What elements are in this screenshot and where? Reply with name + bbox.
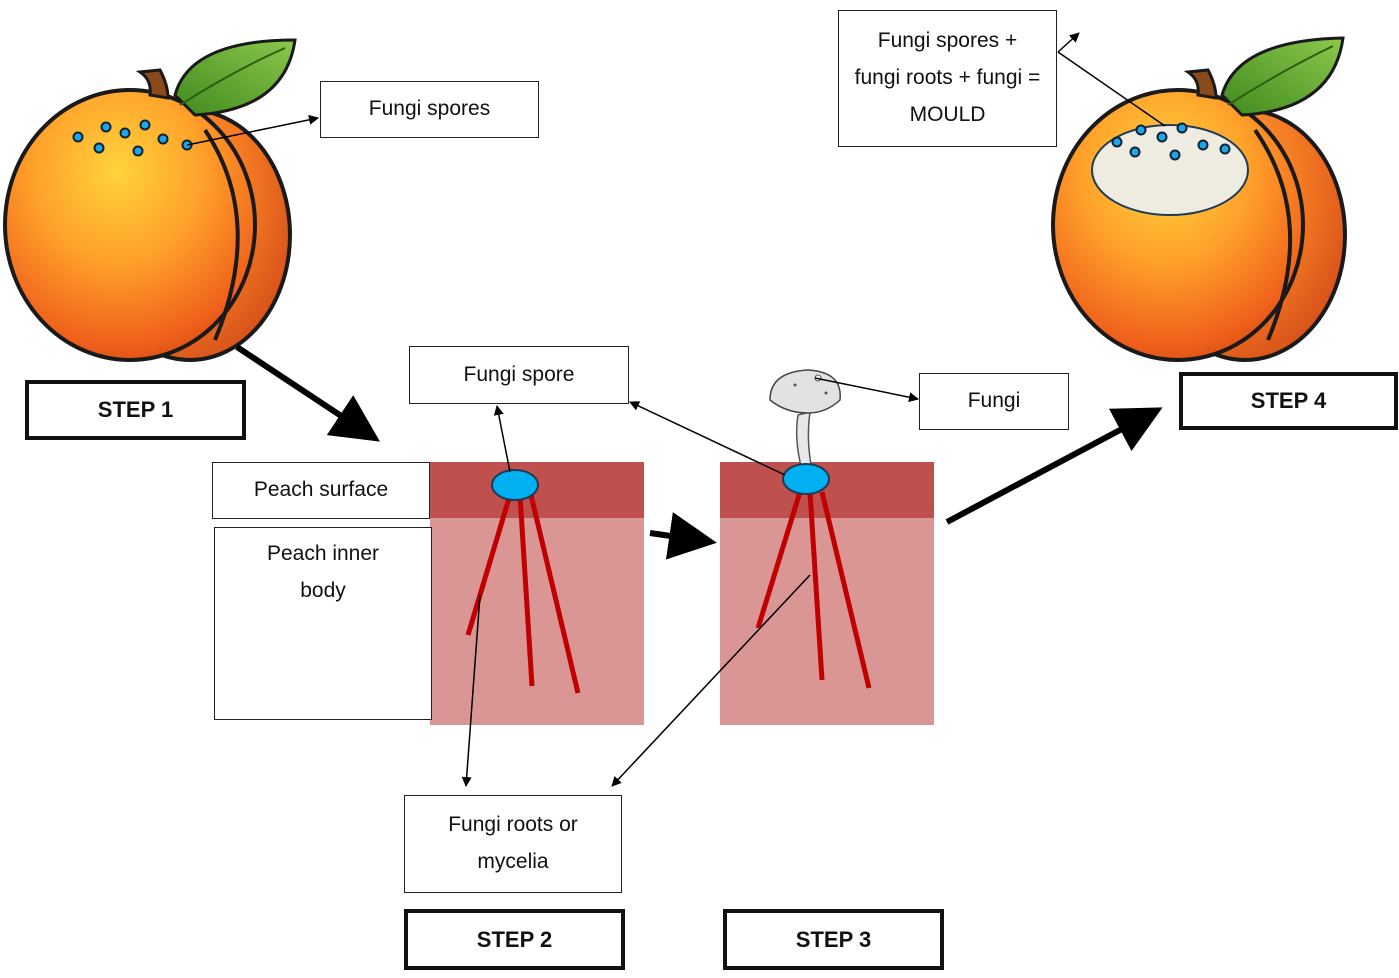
label-mould: Fungi spores + fungi roots + fungi = MOU… bbox=[838, 10, 1057, 147]
leaf-icon bbox=[1220, 36, 1345, 117]
label-peach-surface: Peach surface bbox=[212, 462, 430, 519]
step-4-label: STEP 4 bbox=[1179, 372, 1398, 430]
mushroom-icon bbox=[769, 369, 841, 471]
label-fungi-spore-text: Fungi spore bbox=[463, 362, 575, 386]
fungi-spore-step3 bbox=[782, 463, 830, 495]
step-1-label: STEP 1 bbox=[25, 380, 246, 440]
label-peach-inner-body: Peach inner body bbox=[214, 527, 432, 720]
label-fungi-spores: Fungi spores bbox=[320, 81, 539, 138]
peach-inner-layer-step3 bbox=[720, 518, 934, 725]
label-fungi-roots-text: Fungi roots or mycelia bbox=[448, 813, 578, 873]
step-4-text: STEP 4 bbox=[1250, 388, 1327, 413]
label-fungi: Fungi bbox=[919, 373, 1069, 430]
step-2-text: STEP 2 bbox=[476, 926, 553, 952]
peach-step1 bbox=[3, 38, 297, 362]
label-fungi-spores-text: Fungi spores bbox=[368, 97, 491, 121]
mould-patch bbox=[1091, 124, 1249, 216]
fungi-roots-step3 bbox=[755, 491, 872, 689]
label-fungi-spore: Fungi spore bbox=[409, 346, 629, 404]
label-peach-inner-body-text: Peach inner body bbox=[266, 542, 380, 602]
fungi-roots-step2 bbox=[465, 494, 581, 694]
label-fungi-text: Fungi bbox=[967, 389, 1021, 413]
step-1-text: STEP 1 bbox=[97, 397, 174, 422]
step-arrows bbox=[235, 344, 1163, 560]
label-peach-surface-text: Peach surface bbox=[253, 478, 389, 502]
step-3-text: STEP 3 bbox=[795, 926, 872, 952]
step-2-label: STEP 2 bbox=[404, 909, 625, 970]
leaf-icon bbox=[173, 38, 297, 117]
label-mould-text: Fungi spores + fungi roots + fungi = MOU… bbox=[854, 29, 1041, 126]
peach-inner-layer-step2 bbox=[430, 518, 644, 725]
step-3-label: STEP 3 bbox=[723, 909, 944, 970]
spores-step4 bbox=[1111, 122, 1231, 161]
spores-step1 bbox=[72, 119, 193, 157]
label-fungi-roots: Fungi roots or mycelia bbox=[404, 795, 622, 893]
fungi-spore-step2 bbox=[491, 469, 539, 501]
connector-arrows bbox=[186, 32, 1166, 787]
